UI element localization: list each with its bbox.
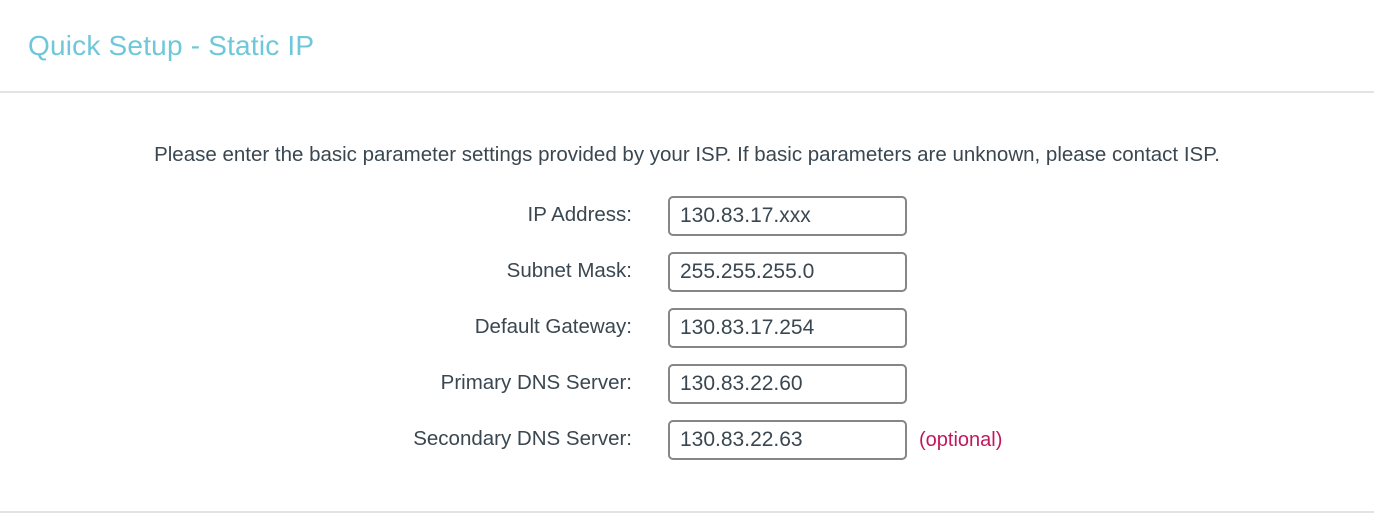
main-content: Please enter the basic parameter setting… <box>0 93 1374 460</box>
label-default-gateway: Default Gateway: <box>474 315 632 339</box>
field-wrap-primary-dns <box>668 363 907 404</box>
form-row-secondary-dns: Secondary DNS Server: (optional) <box>0 419 1374 460</box>
label-subnet-mask: Subnet Mask: <box>506 259 632 283</box>
primary-dns-server-input[interactable] <box>668 363 907 404</box>
field-wrap-default-gateway <box>668 307 907 348</box>
footer-divider <box>0 511 1374 513</box>
ip-address-input[interactable] <box>668 195 907 236</box>
intro-description: Please enter the basic parameter setting… <box>154 143 1220 166</box>
field-wrap-ip-address <box>668 195 907 236</box>
form-row-subnet-mask: Subnet Mask: <box>0 251 1374 292</box>
form-row-default-gateway: Default Gateway: <box>0 307 1374 348</box>
form-row-primary-dns: Primary DNS Server: <box>0 363 1374 404</box>
optional-note: (optional) <box>919 428 1003 451</box>
label-primary-dns-server: Primary DNS Server: <box>440 371 632 395</box>
field-wrap-secondary-dns: (optional) <box>668 419 1003 460</box>
form-row-ip-address: IP Address: <box>0 195 1374 236</box>
static-ip-form: IP Address: Subnet Mask: Default Gateway… <box>0 195 1374 460</box>
default-gateway-input[interactable] <box>668 307 907 348</box>
page-header: Quick Setup - Static IP <box>0 0 1374 91</box>
page-title: Quick Setup - Static IP <box>28 29 315 61</box>
secondary-dns-server-input[interactable] <box>668 419 907 460</box>
header-divider <box>0 91 1374 93</box>
subnet-mask-input[interactable] <box>668 251 907 292</box>
field-wrap-subnet-mask <box>668 251 907 292</box>
label-ip-address: IP Address: <box>527 203 632 227</box>
label-secondary-dns-server: Secondary DNS Server: <box>413 427 632 451</box>
